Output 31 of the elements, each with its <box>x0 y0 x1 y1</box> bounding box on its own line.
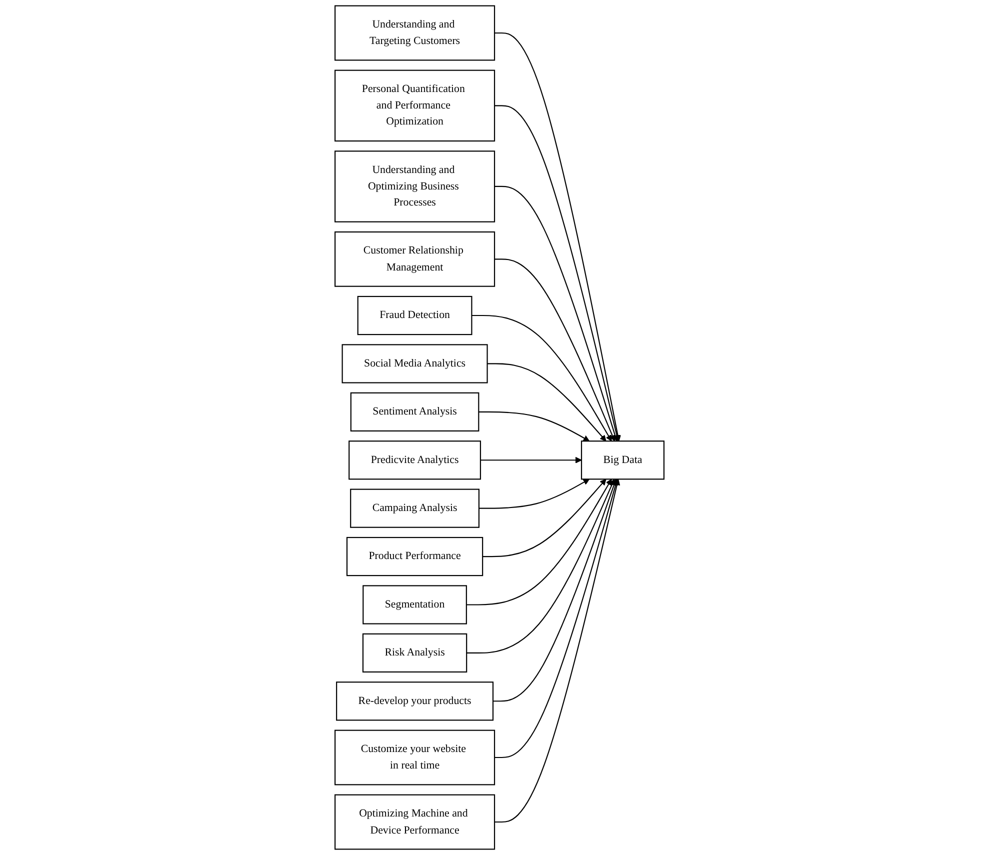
arrow <box>478 411 590 442</box>
node-box: Risk Analysis <box>362 633 468 672</box>
arrow <box>494 105 620 442</box>
arrow <box>466 478 615 654</box>
node-box: Customize your website in real time <box>334 730 496 786</box>
arrow <box>487 363 606 442</box>
arrow <box>482 478 606 558</box>
node-box: Understanding and Optimizing Business Processes <box>334 150 496 222</box>
arrow <box>494 32 621 442</box>
node-box: Optimizing Machine and Device Performance <box>334 794 496 850</box>
arrow <box>494 186 618 442</box>
node-box: Big Data <box>580 440 664 480</box>
node-box: Re-develop your products <box>336 682 494 721</box>
node-box: Segmentation <box>362 585 467 624</box>
node-box: Sentiment Analysis <box>350 392 480 432</box>
arrow <box>494 478 619 758</box>
arrow <box>480 456 582 464</box>
node-box: Personal Quantification and Performance Optimization <box>334 70 496 142</box>
node-box: Understanding and Targeting Customers <box>334 5 496 61</box>
node-box: Social Media Analytics <box>342 344 488 384</box>
arrow <box>472 314 612 442</box>
node-box: Customer Relationship Management <box>334 231 496 287</box>
node-box: Predicvite Analytics <box>348 440 481 480</box>
arrow <box>478 478 590 509</box>
arrow <box>494 478 620 823</box>
arrow <box>466 478 612 606</box>
node-box: Campaing Analysis <box>350 488 480 528</box>
node-box: Fraud Detection <box>357 296 472 336</box>
node-box: Product Performance <box>346 536 484 576</box>
arrow <box>493 478 618 702</box>
arrow <box>494 258 616 442</box>
